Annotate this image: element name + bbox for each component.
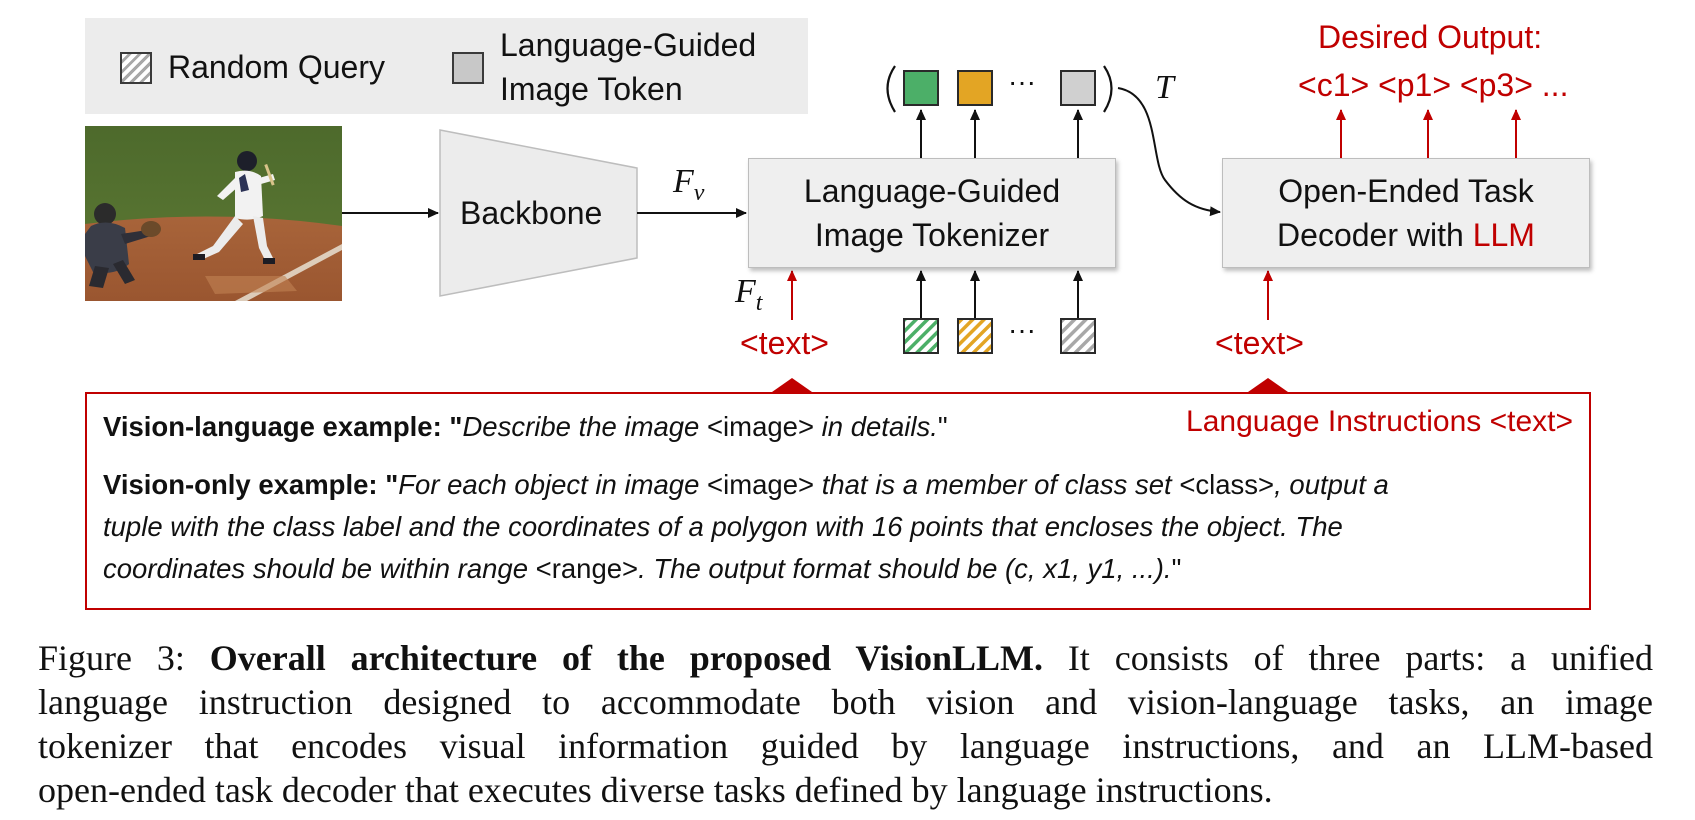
desired-output-title: Desired Output: [1318, 19, 1543, 55]
vl-italic-1: Describe the image [462, 411, 707, 442]
language-guided-image-tokenizer: Language-Guided Image Tokenizer [748, 158, 1116, 268]
random-query-gray [1060, 318, 1096, 354]
vo-line3-italic-2: . The output format should be (c, x1, y1… [638, 553, 1172, 584]
vo-class-tag: <class> [1179, 469, 1275, 500]
text-input-left: <text> [740, 325, 829, 361]
legend-lang-token-label-line2: Image Token [500, 71, 683, 107]
vo-bold: Vision-only example: " [103, 469, 399, 500]
vo-line3-italic: coordinates should be within range [103, 553, 536, 584]
vo-end-quote: " [1171, 553, 1182, 584]
feature-ft-label: Ft [735, 272, 762, 323]
vo-image-tag: <image> [707, 469, 815, 500]
instruction-notch-left [772, 378, 812, 392]
vo-range-tag: <range> [535, 553, 639, 584]
caption-line-1: Figure 3: Overall architecture of the pr… [38, 636, 1653, 680]
caption-line-2: language instruction designed to accommo… [38, 682, 1653, 722]
token-bracket-left [886, 65, 896, 113]
text-input-right: <text> [1215, 325, 1304, 361]
vision-only-example-line2: tuple with the class label and the coord… [103, 506, 1343, 548]
caption-line-3: tokenizer that encodes visual informatio… [38, 726, 1653, 766]
figure-caption: Figure 3: Overall architecture of the pr… [38, 636, 1653, 812]
vision-only-example-line1: Vision-only example: "For each object in… [103, 464, 1389, 506]
decoder-label-line2: Decoder with LLM [1277, 213, 1535, 257]
language-instructions-label: Language Instructions <text> [1186, 405, 1573, 438]
caption-bold-title: Overall architecture of the proposed Vis… [209, 638, 1044, 678]
random-query-green [903, 318, 939, 354]
decoder-llm-label: LLM [1472, 217, 1535, 253]
decoder-label-prefix: Decoder with [1277, 217, 1473, 253]
output-token-ellipsis: ··· [1008, 66, 1036, 97]
tokenizer-label-line1: Language-Guided [803, 173, 1061, 209]
token-bracket-right [1103, 65, 1113, 113]
legend-random-query-label: Random Query [168, 49, 385, 85]
output-token-green [903, 70, 939, 106]
vision-only-example-line3: coordinates should be within range <rang… [103, 548, 1181, 590]
language-guided-token-swatch-icon [452, 52, 484, 84]
ft-sub: t [755, 289, 763, 316]
vl-end-quote: " [937, 411, 948, 442]
feature-fv-label: Fv [673, 162, 704, 213]
output-token-gray [1060, 70, 1096, 106]
ft-base: F [735, 273, 756, 310]
backbone-block [439, 129, 638, 297]
input-image [85, 126, 342, 301]
desired-output-tokens: <c1> <p1> <p3> ... [1298, 67, 1569, 103]
caption-prefix: Figure 3: [38, 638, 210, 678]
random-query-swatch-icon [120, 52, 152, 84]
vision-language-example: Vision-language example: "Describe the i… [103, 406, 948, 448]
vo-italic-2: that is a member of class set [814, 469, 1180, 500]
token-sequence-T-label: T [1155, 69, 1174, 106]
output-token-orange [957, 70, 993, 106]
decoder-label-line1: Open-Ended Task [1278, 173, 1534, 209]
vo-italic-3: , output a [1274, 469, 1389, 500]
arrow-tokens-to-decoder [1117, 87, 1221, 217]
legend [85, 18, 808, 114]
instruction-notch-right [1248, 378, 1288, 392]
legend-lang-token-label-line1: Language-Guided [500, 27, 757, 63]
open-ended-task-decoder: Open-Ended Task Decoder with LLM [1222, 158, 1590, 268]
vl-image-tag: <image> [707, 411, 815, 442]
vo-line2-text: tuple with the class label and the coord… [103, 511, 1343, 542]
vo-italic-1: For each object in image [398, 469, 708, 500]
backbone-label: Backbone [460, 195, 603, 231]
fv-base: F [673, 163, 694, 200]
tokenizer-label-line2: Image Tokenizer [814, 217, 1050, 253]
fv-sub: v [693, 179, 705, 206]
random-query-orange [957, 318, 993, 354]
caption-line1-rest: It consists of three parts: a unified [1043, 638, 1653, 678]
vl-bold: Vision-language example: " [103, 411, 463, 442]
caption-line-4: open-ended task decoder that executes di… [38, 770, 1273, 810]
query-token-ellipsis: ··· [1008, 314, 1036, 345]
vl-italic-2: in details. [814, 411, 938, 442]
language-instructions-box: Language Instructions <text> Vision-lang… [85, 392, 1591, 610]
